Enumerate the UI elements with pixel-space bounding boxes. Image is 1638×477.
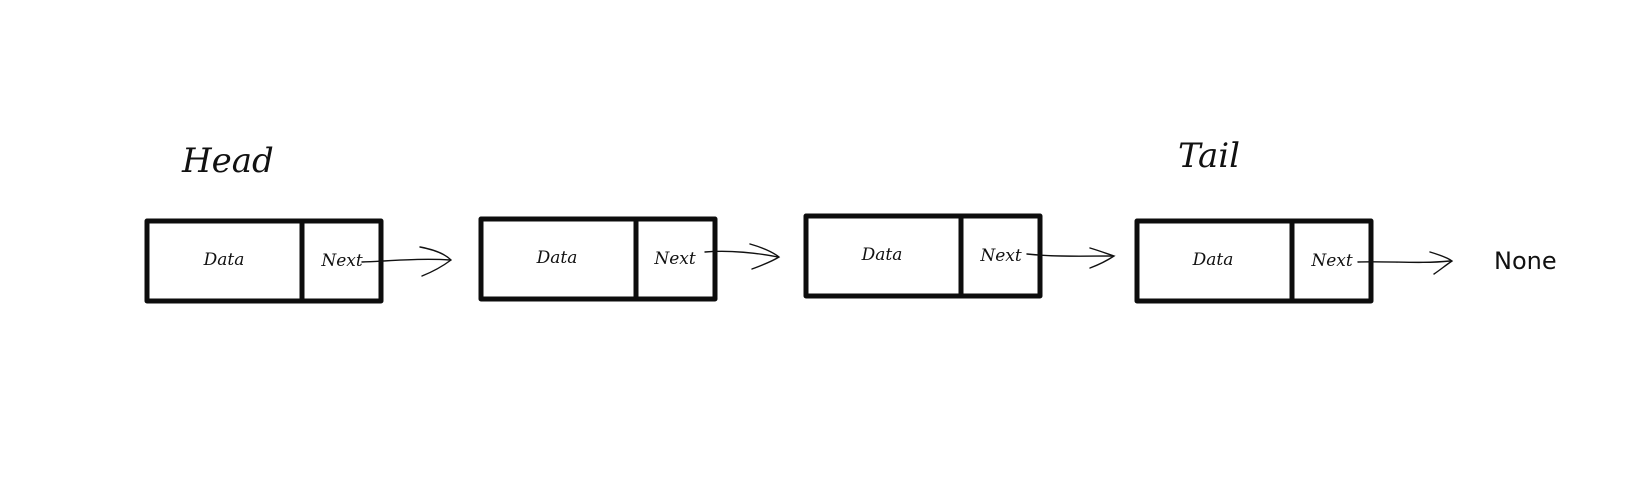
node-3-data-label: Data xyxy=(861,245,903,265)
node-1-next-label: Next xyxy=(320,251,363,271)
list-node-3: Data Next xyxy=(803,213,1043,299)
node-4-next-label: Next xyxy=(1310,251,1353,271)
arrow-node-2-to-node-3 xyxy=(704,243,781,270)
node-2-next-label: Next xyxy=(653,249,696,269)
arrow-node-4-to-none xyxy=(1357,251,1454,275)
arrow-node-3-to-node-4 xyxy=(1026,247,1116,269)
head-label: Head xyxy=(181,141,274,181)
list-node-1: Data Next xyxy=(144,218,384,304)
node-4-box xyxy=(1134,218,1374,304)
node-2-data-label: Data xyxy=(536,248,578,268)
node-1-data-label: Data xyxy=(203,250,245,270)
node-2-box xyxy=(478,216,718,302)
none-terminal-label: None xyxy=(1494,247,1557,275)
arrow-node-1-to-node-2 xyxy=(361,246,453,277)
list-node-2: Data Next xyxy=(478,216,718,302)
node-3-next-label: Next xyxy=(979,246,1022,266)
node-3-box xyxy=(803,213,1043,299)
node-4-data-label: Data xyxy=(1192,250,1234,270)
list-node-4: Data Next xyxy=(1134,218,1374,304)
tail-label: Tail xyxy=(1178,136,1240,176)
